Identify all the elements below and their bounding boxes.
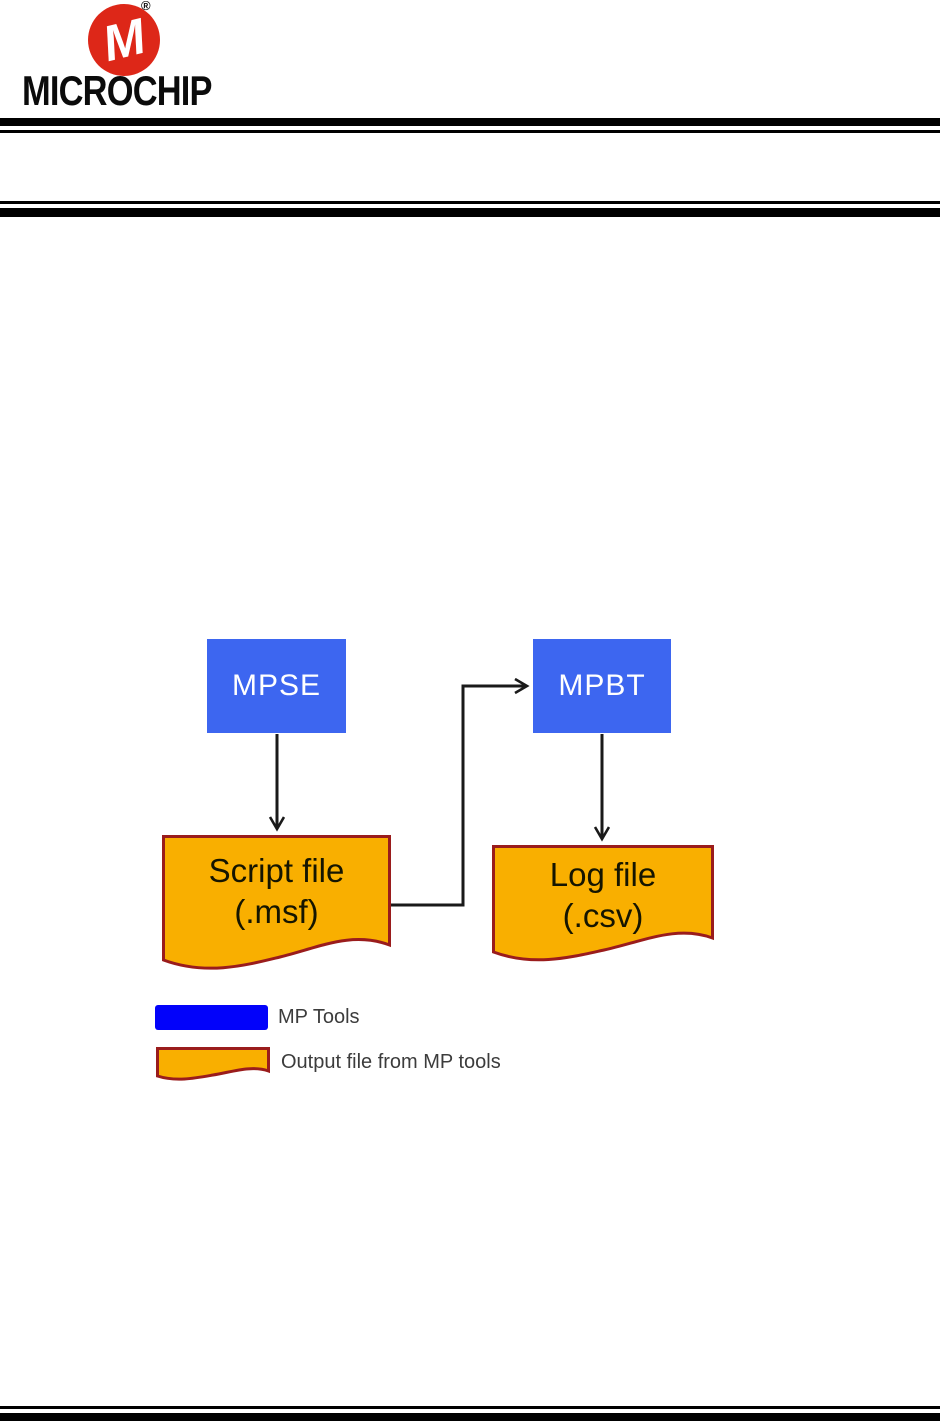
node-mpbt: MPBT	[533, 639, 671, 733]
script-file-label-line1: Script file	[208, 852, 345, 889]
title-rule-thin	[0, 201, 940, 204]
node-log-file-label: Log file (.csv)	[492, 854, 714, 936]
title-rule-thick	[0, 208, 940, 217]
log-file-label-line1: Log file	[549, 856, 657, 893]
legend-swatch-mp-tools	[155, 1005, 268, 1030]
node-mpse: MPSE	[207, 639, 346, 733]
header-rule-thin	[0, 130, 940, 133]
microchip-logo-icon: M	[88, 4, 160, 76]
node-mpbt-label: MPBT	[558, 669, 646, 702]
registered-trademark-mark: ®	[141, 0, 151, 13]
header-rule-thick	[0, 118, 940, 126]
footer-rule-thin	[0, 1406, 940, 1409]
document-shape	[492, 845, 714, 962]
legend-swatch-output-file	[156, 1047, 270, 1081]
node-log-file: Log file (.csv)	[492, 845, 714, 970]
script-file-label-line2: (.msf)	[234, 893, 319, 930]
legend-label-output-file: Output file from MP tools	[281, 1050, 501, 1073]
node-script-file: Script file (.msf)	[162, 835, 391, 977]
node-mpse-label: MPSE	[231, 669, 322, 702]
document-shape	[162, 835, 391, 970]
footer-rule-thick	[0, 1413, 940, 1421]
log-file-label-line2: (.csv)	[562, 897, 644, 934]
node-script-file-label: Script file (.msf)	[162, 850, 391, 932]
logo-wordmark: MICROCHIP	[22, 67, 213, 114]
legend-label-mp-tools: MP Tools	[278, 1006, 360, 1028]
